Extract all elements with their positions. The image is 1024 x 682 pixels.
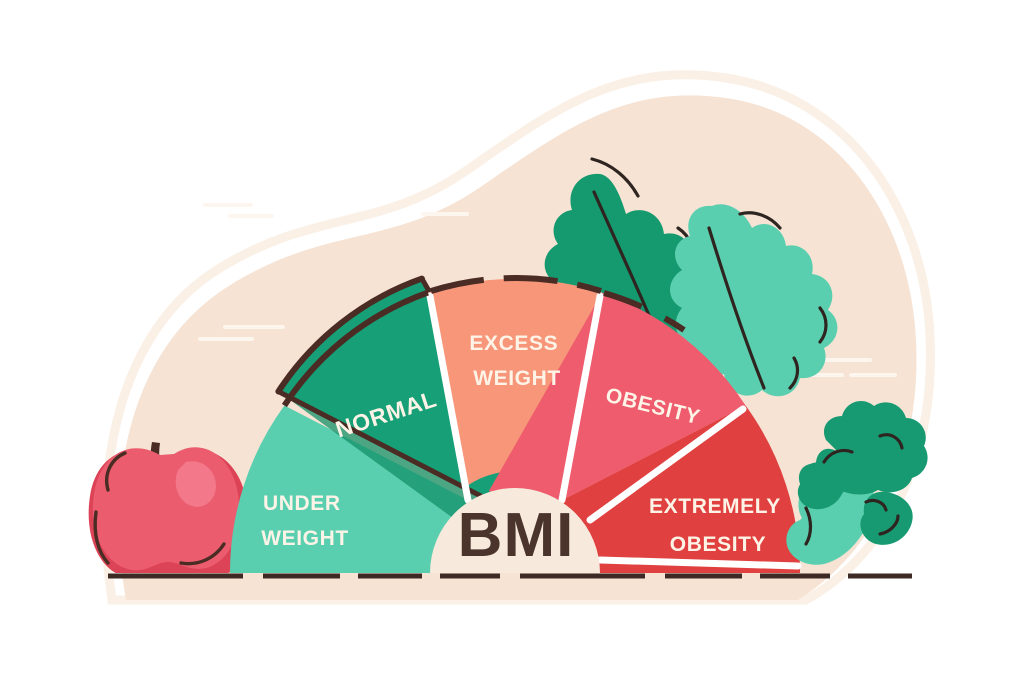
- apple-highlight: [175, 461, 216, 507]
- apple-illustration: [88, 442, 248, 573]
- leaf-light-illustration: [670, 204, 838, 397]
- gauge-center-label: BMI: [458, 501, 575, 570]
- broccoli-detail-strokes: [804, 433, 904, 546]
- gauge-dividers: [426, 292, 802, 570]
- gauge-arc-outline: [281, 275, 686, 408]
- gauge-segment-under-weight[interactable]: [230, 405, 491, 574]
- gauge-segment-normal-edge-left: [275, 389, 488, 501]
- background-blob-outline: [101, 70, 935, 605]
- leaf-light-vein: [707, 226, 766, 390]
- gauge-segment-normal-outline: [275, 275, 425, 395]
- gauge-segment-extremely-obesity[interactable]: [539, 405, 800, 574]
- broccoli-illustration: [786, 401, 928, 565]
- broccoli-floret-left: [797, 462, 847, 510]
- leaf-light-outline-strokes: [738, 211, 828, 390]
- gauge-hub: [430, 488, 600, 573]
- apple-outline-strokes: [93, 451, 226, 566]
- broccoli-floret-bottom-right: [860, 491, 913, 545]
- gauge-label-under-weight: UNDER WEIGHT: [261, 492, 349, 550]
- leaf-light-shape: [670, 204, 838, 397]
- gauge-label-excess-weight: EXCESS WEIGHT: [469, 332, 564, 390]
- gauge-label-extremely-obesity: EXTREMELY OBESITY: [649, 495, 787, 556]
- gauge-segment-obesity[interactable]: [488, 292, 746, 512]
- gauge-segment-normal-shade: [278, 391, 485, 526]
- bmi-gauge: UNDER WEIGHT NORMAL EXCESS WEIGHT OBESIT…: [230, 275, 802, 574]
